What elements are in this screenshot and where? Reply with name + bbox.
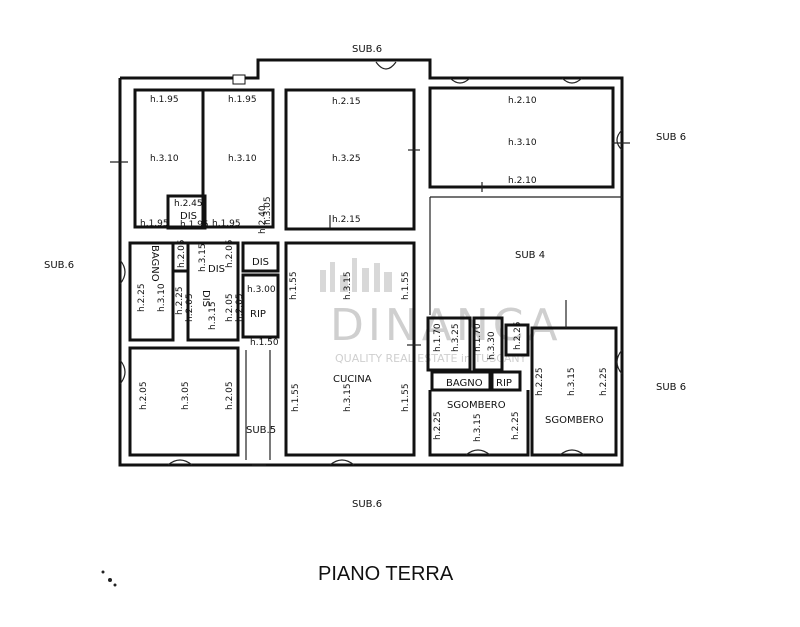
small-room-1: h.1.70 h.3.25 h.1.70 xyxy=(433,323,483,352)
watermark-tagline: QUALITY REAL ESTATE in TUSCANY xyxy=(335,352,527,365)
rip-1-height-b: h.1.50 xyxy=(250,338,279,348)
small-room-1-height-a: h.1.70 xyxy=(433,323,443,352)
room-c-height-mid: h.3.25 xyxy=(332,154,361,164)
bagno-2-label: BAGNO xyxy=(446,378,483,389)
dis-3-height-a: h.2.40 xyxy=(258,205,268,234)
watermark-skyline xyxy=(320,258,392,292)
room-b-height-mid: h.3.10 xyxy=(228,154,257,164)
cucina-label: CUCINA xyxy=(333,374,372,385)
small-room-1-height-b: h.3.25 xyxy=(451,323,461,352)
corridor-heights: h.2.05 h.3.15 DIS h.2.05 xyxy=(185,290,235,330)
dis-3-height-d: h.3.00 xyxy=(247,285,276,295)
dis-3: h.2.40 h.2.05 DIS h.3.00 xyxy=(225,205,276,295)
rip-2-label: RIP xyxy=(496,378,512,389)
dis-1-height-top: h.2.45 xyxy=(174,199,203,209)
room-d: h.2.10 h.3.10 h.2.10 xyxy=(508,96,537,186)
dis-1: h.2.45 DIS h.1.95 xyxy=(174,199,209,230)
sgombero-1-height-c: h.2.25 xyxy=(511,411,521,440)
cucina: h.1.55 h.3.15 h.1.55 CUCINA h.1.55 h.3.1… xyxy=(289,271,411,412)
dis-3-label: DIS xyxy=(252,257,269,268)
room-bottom-left-height-a: h.2.05 xyxy=(139,381,149,410)
room-b-height-side: h.3.05 xyxy=(263,196,273,225)
cucina-height-e: h.3.15 xyxy=(343,383,353,412)
room-c-height-bot: h.2.15 xyxy=(332,215,361,225)
sgombero-1-height-b: h.3.15 xyxy=(473,413,483,442)
cucina-height-d: h.1.55 xyxy=(291,383,301,412)
room-d-height-top: h.2.10 xyxy=(508,96,537,106)
room-a-height-mid: h.3.10 xyxy=(150,154,179,164)
dis-3-height-b: h.2.05 xyxy=(225,239,235,268)
page-title: PIANO TERRA xyxy=(318,563,454,585)
room-b-height-top: h.1.95 xyxy=(228,95,257,105)
room-bottom-left-height-b: h.3.05 xyxy=(181,381,191,410)
cucina-height-a: h.1.55 xyxy=(289,271,299,300)
sgombero-2: h.2.25 h.3.15 h.2.25 SGOMBERO xyxy=(535,367,609,426)
room-b: h.1.95 h.3.10 h.1.95 h.3.05 xyxy=(212,95,273,229)
bagno-1-height-e: h.3.15 xyxy=(208,301,218,330)
neighbor-passage: SUB.5 xyxy=(246,425,276,436)
sgombero-1-label: SGOMBERO xyxy=(447,400,506,411)
small-room-2-height-b: h.2.25 xyxy=(513,321,523,350)
cucina-height-b: h.3.15 xyxy=(343,271,353,300)
bagno-1-height-d: h.2.05 xyxy=(185,293,195,322)
bagno-1-height-a: h.2.25 xyxy=(137,283,147,312)
neighbor-left: SUB.6 xyxy=(44,260,74,271)
outer-walls xyxy=(118,58,624,467)
scan-marks xyxy=(101,570,117,587)
sgombero-2-height-c: h.2.25 xyxy=(599,367,609,396)
bagno-1-height-c: h.2.25 xyxy=(175,286,185,315)
room-d-height-mid: h.3.10 xyxy=(508,138,537,148)
bagno-1-label: BAGNO xyxy=(149,245,160,282)
neighbor-right-upper: SUB 6 xyxy=(656,132,686,143)
rip-1-label: RIP xyxy=(250,309,266,320)
room-b-height-bot: h.1.95 xyxy=(212,219,241,229)
dis-3-height-c: h.2.05 xyxy=(225,293,235,322)
rip-1-height-a: h.2.05 xyxy=(235,293,245,322)
neighbor-labels: SUB.6 SUB 6 SUB 6 SUB.6 SUB.6 SUB.5 SUB … xyxy=(44,44,686,510)
small-room-2: h.3.30 h.2.25 xyxy=(487,321,523,360)
sgombero-1: SGOMBERO h.2.25 h.3.15 h.2.25 xyxy=(433,400,521,442)
room-c-height-top: h.2.15 xyxy=(332,97,361,107)
dis-2: h.2.05 h.3.15 DIS xyxy=(177,239,225,275)
neighbor-bottom: SUB.6 xyxy=(352,499,382,510)
small-room-2-height-a: h.3.30 xyxy=(487,331,497,360)
dis-3-rotated-label: DIS xyxy=(200,290,211,307)
room-a-height-top: h.1.95 xyxy=(150,95,179,105)
room-walls xyxy=(128,86,622,460)
cucina-height-f: h.1.55 xyxy=(401,383,411,412)
cucina-height-c: h.1.55 xyxy=(401,271,411,300)
room-bottom-left-height-c: h.2.05 xyxy=(225,381,235,410)
dis-1-height-bot: h.1.95 xyxy=(180,220,209,230)
neighbor-courtyard: SUB 4 xyxy=(515,250,545,261)
dis-2-height-b: h.3.15 xyxy=(198,243,208,272)
neighbor-right-lower: SUB 6 xyxy=(656,382,686,393)
dis-2-height-a: h.2.05 xyxy=(177,239,187,268)
room-c: h.2.15 h.3.25 h.2.15 xyxy=(332,97,361,225)
bagno-1-height-b: h.3.10 xyxy=(157,283,167,312)
dis-2-label: DIS xyxy=(208,264,225,275)
sgombero-2-height-a: h.2.25 xyxy=(535,367,545,396)
neighbor-top: SUB.6 xyxy=(352,44,382,55)
rip-1: RIP h.2.05 h.1.50 xyxy=(235,293,279,348)
room-a-height-bot: h.1.95 xyxy=(140,219,169,229)
sgombero-1-height-a: h.2.25 xyxy=(433,411,443,440)
room-d-height-bot: h.2.10 xyxy=(508,176,537,186)
wall-openings xyxy=(110,61,630,466)
small-room-1-height-c: h.1.70 xyxy=(473,323,483,352)
room-a: h.1.95 h.3.10 h.1.95 xyxy=(140,95,179,229)
room-bottom-left: h.2.05 h.3.05 h.2.05 xyxy=(139,381,235,410)
bagno-1: BAGNO h.2.25 h.3.10 h.2.25 xyxy=(137,245,185,315)
sgombero-2-label: SGOMBERO xyxy=(545,415,604,426)
dis-1-label: DIS xyxy=(180,211,197,222)
sgombero-2-height-b: h.3.15 xyxy=(567,367,577,396)
